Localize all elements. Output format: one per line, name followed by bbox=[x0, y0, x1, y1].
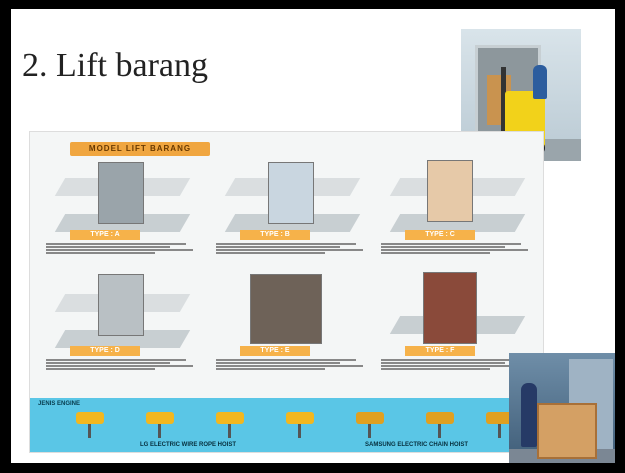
type-f-cell: TYPE : F bbox=[375, 272, 540, 372]
forklift-mast bbox=[501, 67, 506, 147]
operator-figure bbox=[533, 65, 547, 99]
spec-list bbox=[46, 358, 201, 371]
spec-list bbox=[46, 242, 201, 255]
type-tag: TYPE : A bbox=[70, 230, 140, 240]
hoist-icon bbox=[70, 408, 110, 440]
lift-shaft bbox=[98, 162, 144, 224]
lift-cabin bbox=[250, 274, 322, 344]
hoist-icon bbox=[140, 408, 180, 440]
type-a-cell: TYPE : A bbox=[40, 156, 205, 256]
forklift-photo bbox=[461, 29, 581, 161]
type-tag: TYPE : D bbox=[70, 346, 140, 356]
worker-figure bbox=[521, 383, 537, 447]
type-c-cell: TYPE : C bbox=[375, 156, 540, 256]
spec-list bbox=[381, 242, 536, 255]
lift-shaft bbox=[427, 160, 473, 222]
hoist-icon bbox=[280, 408, 320, 440]
hoist-icon bbox=[210, 408, 250, 440]
band-label-right: SAMSUNG ELECTRIC CHAIN HOIST bbox=[365, 442, 469, 448]
lift-shaft bbox=[423, 272, 477, 344]
spec-list bbox=[381, 358, 536, 371]
slide: 2. Lift barang MODEL LIFT BARANG TYPE : … bbox=[11, 9, 615, 463]
lift-shaft bbox=[98, 274, 144, 336]
spec-list bbox=[216, 358, 371, 371]
type-tag: TYPE : E bbox=[240, 346, 310, 356]
catalog-header: MODEL LIFT BARANG bbox=[70, 142, 210, 156]
type-tag: TYPE : C bbox=[405, 230, 475, 240]
slide-title: 2. Lift barang bbox=[22, 47, 208, 84]
spec-list bbox=[216, 242, 371, 255]
band-label-left: LG ELECTRIC WIRE ROPE HOIST bbox=[140, 442, 237, 448]
type-tag: TYPE : F bbox=[405, 346, 475, 356]
type-tag: TYPE : B bbox=[240, 230, 310, 240]
cargo-photo bbox=[509, 353, 615, 463]
engine-label: JENIS ENGINE bbox=[38, 401, 81, 407]
type-d-cell: TYPE : D bbox=[40, 272, 205, 372]
type-e-cell: TYPE : E bbox=[210, 272, 375, 372]
type-b-cell: TYPE : B bbox=[210, 156, 375, 256]
lift-catalog: MODEL LIFT BARANG TYPE : A TYPE : B TYPE… bbox=[29, 131, 544, 453]
lift-shaft bbox=[268, 162, 314, 224]
engine-band: JENIS ENGINE LG ELECTRIC WIRE ROPE HOIST… bbox=[30, 398, 543, 452]
hoist-icon bbox=[350, 408, 390, 440]
hoist-icon bbox=[480, 408, 520, 440]
hoist-icon bbox=[420, 408, 460, 440]
cargo-crate bbox=[537, 403, 597, 459]
